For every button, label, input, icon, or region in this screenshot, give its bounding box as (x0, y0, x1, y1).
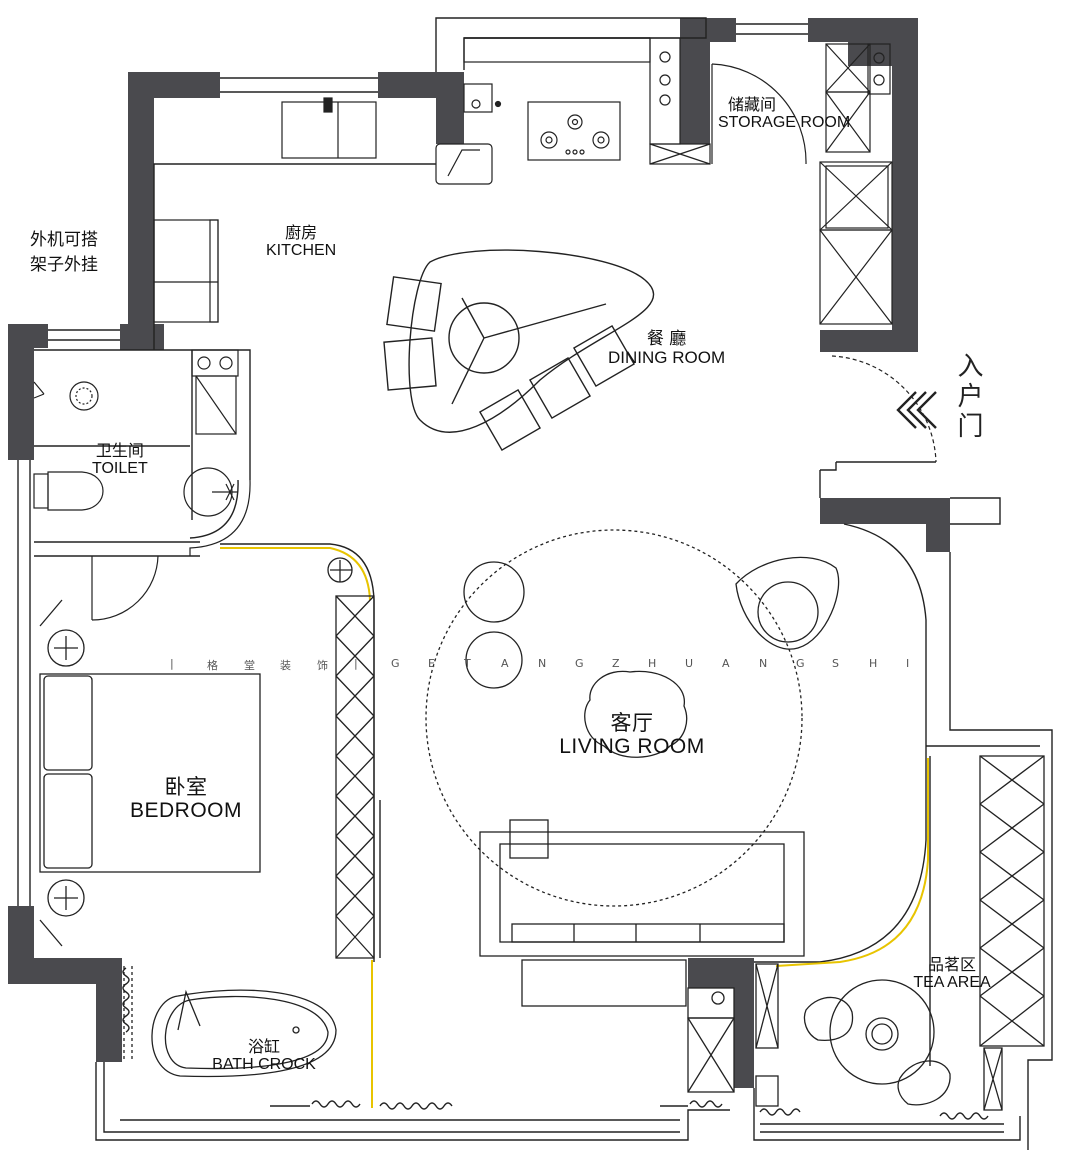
watermark-char: 格 (207, 659, 218, 672)
wall-toilet-top (120, 324, 164, 350)
dining-label-zh: 餐 廳 (646, 329, 687, 349)
toilet-label-zh: 卫生间 (95, 441, 144, 460)
watermark-char: G (391, 657, 400, 670)
toilet-fixtures (33, 349, 239, 621)
dining-rug (408, 249, 654, 433)
bath-label-zh: 浴缸 (247, 1037, 280, 1056)
ac-note-line-1: 外机可搭 (30, 230, 98, 250)
lounge-chair (735, 556, 840, 650)
watermark-char: A (722, 657, 730, 670)
toilet-label-en: TOILET (92, 459, 148, 477)
entrance-label: 入户门 (953, 352, 983, 442)
bath-label-en: BATH CROCK (212, 1055, 316, 1073)
outlines (17, 17, 1053, 1150)
wall-tea-column (734, 958, 754, 1088)
toilet-label: 卫生间 TOILET (92, 442, 148, 477)
wardrobe (335, 595, 375, 959)
storage-label: 储藏间 STORAGE ROOM (718, 96, 850, 131)
walls (8, 18, 950, 1088)
living-label: 客厅 LIVING ROOM (552, 711, 712, 759)
wall-west-bottom (8, 906, 34, 964)
watermark-char: H (648, 657, 657, 670)
watermark-char: | (170, 657, 174, 670)
side-stool-1 (463, 561, 525, 623)
toilet-bowl (47, 471, 104, 511)
coffee-table (584, 670, 688, 758)
living-fixtures (425, 529, 840, 1007)
nightstand-top (47, 629, 85, 667)
nightstand-bottom (47, 879, 85, 917)
wall-storage-right (892, 18, 918, 352)
ac-unit-note: 外机可搭 架子外挂 (30, 228, 98, 277)
storage-fixtures (711, 43, 937, 463)
bathtub (151, 989, 337, 1078)
kitchen-counter-left (153, 219, 219, 323)
tea-label-en: TEA AREA (913, 973, 991, 991)
bedroom-label-zh: 卧室 (164, 775, 208, 799)
wall-bedroom-corner (96, 958, 122, 1062)
wall-storage-step (848, 42, 894, 66)
watermark-char: A (501, 657, 509, 670)
dining-label: 餐 廳 DINING ROOM (608, 330, 725, 367)
bath-label: 浴缸 BATH CROCK (198, 1038, 330, 1073)
tea-table (829, 979, 935, 1085)
ac-note-line-2: 架子外挂 (30, 254, 98, 275)
watermark-char: I (906, 657, 910, 670)
watermark-char: 饰 (317, 659, 328, 672)
kitchen-label: 廚房 KITCHEN (266, 224, 336, 259)
watermark-char: | (354, 657, 358, 670)
watermark-char: N (759, 657, 768, 670)
watermark-char: 堂 (244, 659, 255, 672)
bedroom-label-en: BEDROOM (129, 799, 242, 823)
curtain-symbols (122, 967, 989, 1120)
wall-entry-lower-post (926, 498, 950, 552)
dining-set (383, 249, 654, 452)
tv-console (521, 959, 687, 1007)
storage-label-zh: 储藏间 (728, 95, 777, 114)
watermark-char: U (685, 657, 694, 670)
wall-kitchen-left (128, 72, 154, 350)
fridge (435, 143, 493, 185)
bedroom-fixtures (39, 557, 375, 1078)
tea-cabinet (979, 755, 1045, 1047)
watermark-char: S (832, 657, 839, 670)
dining-label-en: DINING ROOM (608, 347, 726, 367)
watermark-char: H (869, 657, 878, 670)
tea-label-zh: 品茗区 (927, 955, 976, 974)
watermark-char: E (428, 657, 435, 670)
wall-kitchen-top-left (128, 72, 220, 98)
bed (39, 673, 261, 873)
living-label-zh: 客厅 (610, 711, 654, 735)
kitchen-fixtures (153, 37, 711, 323)
side-stool-2 (465, 631, 523, 689)
watermark-char: G (575, 657, 584, 670)
kitchen-label-zh: 廚房 (285, 223, 318, 242)
stove (527, 101, 621, 161)
watermark-char: Z (612, 657, 620, 670)
storage-label-en: STORAGE ROOM (718, 113, 851, 131)
tea-label: 品茗区 TEA AREA (900, 956, 1004, 991)
bedroom-label: 卧室 BEDROOM (124, 775, 248, 823)
sofa (479, 831, 805, 957)
entry-arrows (896, 391, 937, 429)
dining-table (448, 302, 520, 374)
living-label-en: LIVING ROOM (559, 735, 705, 759)
floor-drain (69, 381, 99, 411)
curtain-tracks (220, 547, 929, 1108)
kitchen-label-en: KITCHEN (266, 241, 337, 259)
tea-fixtures (687, 755, 1045, 1111)
wall-entry-upper (820, 330, 918, 352)
watermark-char: 装 (280, 659, 291, 672)
living-rug (425, 529, 803, 907)
watermark-char: T (464, 657, 471, 670)
watermark-char: G (796, 657, 805, 670)
watermark-char: N (538, 657, 547, 670)
wall-kitchen-pillar (436, 72, 464, 144)
wall-west-top-cap (8, 324, 48, 348)
